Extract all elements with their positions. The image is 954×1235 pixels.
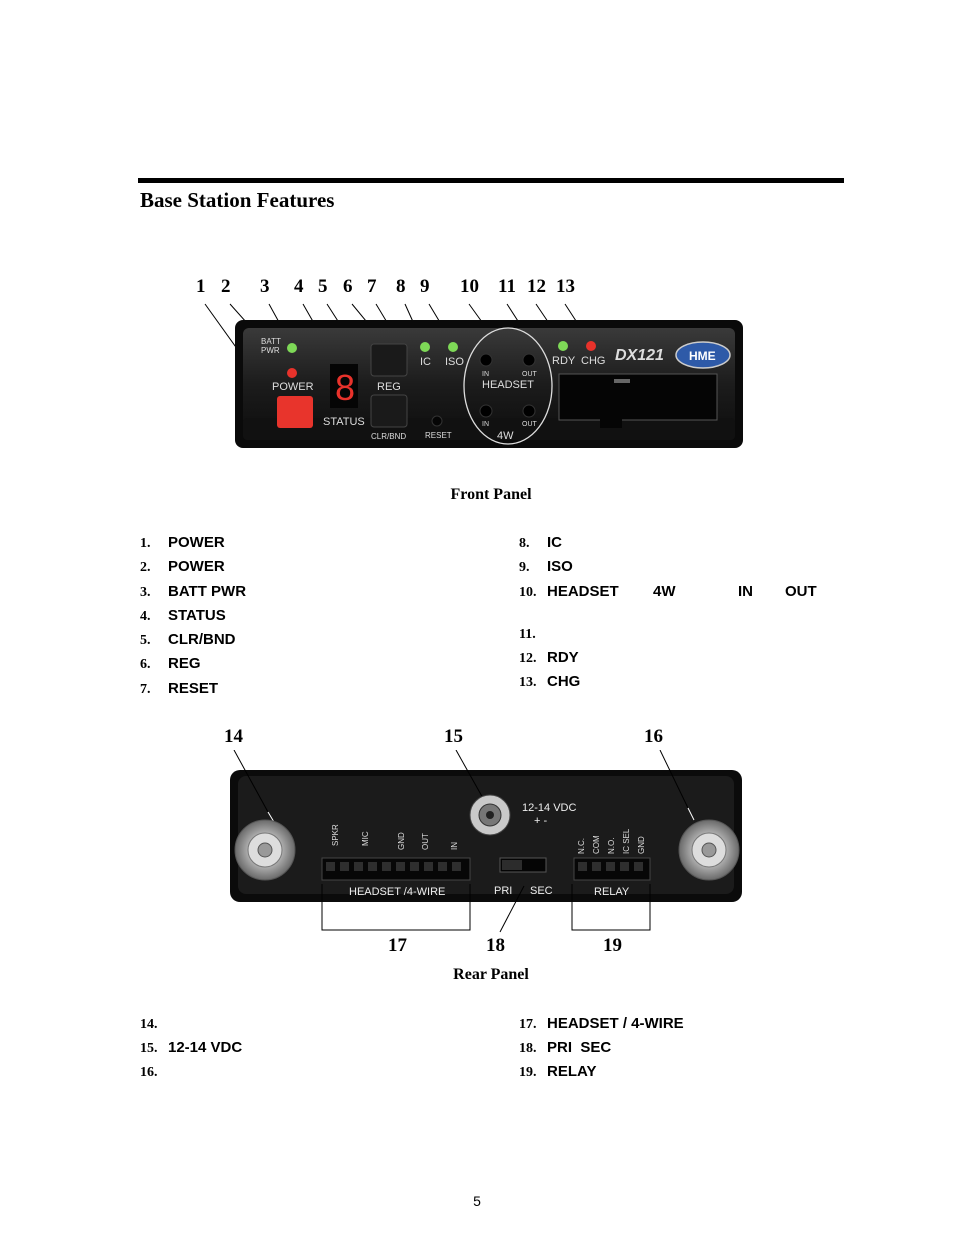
- hme-logo-text: HME: [689, 349, 716, 363]
- callout-6: 6: [343, 276, 353, 297]
- rdy-label: RDY: [552, 355, 576, 367]
- batt-pwr-led: [287, 343, 297, 353]
- fourw-in-label: IN: [482, 421, 489, 428]
- chg-led: [586, 341, 596, 351]
- callout-1: 1: [196, 276, 206, 297]
- pri-label: PRI: [494, 885, 512, 897]
- callout-7: 7: [367, 276, 377, 297]
- relay-label: RELAY: [594, 886, 630, 898]
- callout-18: 18: [486, 935, 505, 956]
- batt-pwr-label: BATT: [261, 337, 281, 346]
- callout-2: 2: [221, 276, 231, 297]
- headset-out-label: OUT: [522, 371, 538, 378]
- headset-out-jack[interactable]: [522, 353, 536, 367]
- pin-label-no: N.O.: [607, 838, 616, 854]
- status-label: STATUS: [323, 416, 365, 428]
- reset-button[interactable]: [431, 415, 443, 427]
- polarity-label: + -: [534, 815, 547, 827]
- model-label: DX121: [615, 347, 664, 364]
- rdy-led: [558, 341, 568, 351]
- page-title: Base Station Features: [140, 188, 335, 212]
- reset-label: RESET: [425, 431, 452, 440]
- hme-logo: [675, 341, 731, 369]
- callout-14: 14: [224, 726, 243, 747]
- pin-label-out: OUT: [421, 833, 430, 850]
- ic-label: IC: [420, 356, 431, 368]
- headset-group-outline: [463, 327, 553, 445]
- pin-label-gnd: GND: [397, 832, 406, 850]
- callout-5: 5: [318, 276, 328, 297]
- callout-8: 8: [396, 276, 406, 297]
- pin-label-nc: N.C.: [577, 838, 586, 854]
- rear-leader-lines: [233, 750, 689, 813]
- callout-17: 17: [388, 935, 407, 956]
- rear-panel-image: 12-14 VDC + - SPKR MIC GND OUT IN HEADSE…: [230, 750, 742, 933]
- rear-brackets: [321, 884, 651, 931]
- pin-label-mic: MIC: [361, 831, 370, 846]
- iso-label: ISO: [445, 356, 464, 368]
- front-panel-caption: Front Panel: [450, 486, 532, 503]
- callout-3: 3: [260, 276, 270, 297]
- iso-led: [448, 342, 458, 352]
- callout-15: 15: [444, 726, 463, 747]
- rear-panel-caption: Rear Panel: [453, 966, 529, 983]
- clrbnd-button[interactable]: [370, 394, 408, 428]
- fourw-label: 4W: [497, 430, 514, 442]
- callout-13: 13: [556, 276, 575, 297]
- chg-label: CHG: [581, 355, 605, 367]
- power-label: POWER: [272, 381, 314, 393]
- callout-10: 10: [460, 276, 479, 297]
- reg-label: REG: [377, 381, 401, 393]
- callout-12: 12: [527, 276, 546, 297]
- sec-label: SEC: [530, 885, 553, 897]
- svg-text:PWR: PWR: [261, 346, 280, 355]
- reg-button[interactable]: [370, 343, 408, 377]
- headset-block-label: HEADSET /4-WIRE: [349, 886, 445, 898]
- headset-label: HEADSET: [482, 379, 534, 391]
- headset-in-jack[interactable]: [479, 353, 493, 367]
- callout-19: 19: [603, 935, 622, 956]
- page-number: 5: [473, 1193, 481, 1209]
- pin-label-com: COM: [592, 835, 601, 854]
- fourw-out-jack[interactable]: [522, 404, 536, 418]
- power-button[interactable]: [277, 396, 313, 428]
- callout-9: 9: [420, 276, 430, 297]
- pin-label-spkr: SPKR: [331, 824, 340, 846]
- headset-in-label: IN: [482, 371, 489, 378]
- clrbnd-label: CLR/BND: [371, 432, 406, 441]
- callout-11: 11: [498, 276, 516, 297]
- pin-label-in: IN: [450, 842, 459, 850]
- ic-led: [420, 342, 430, 352]
- callout-16: 16: [644, 726, 663, 747]
- power-led: [287, 368, 297, 378]
- header-rule: [138, 178, 844, 183]
- status-display: [330, 364, 358, 408]
- status-digit: 8: [335, 367, 355, 408]
- front-panel-image: BATT PWR POWER 8 STATUS REG CLR/BND RESE…: [204, 303, 743, 448]
- fourw-out-label: OUT: [522, 421, 538, 428]
- pin-label-gnd-relay: GND: [637, 836, 646, 854]
- vdc-label: 12-14 VDC: [522, 802, 576, 814]
- pin-label-icsel: IC SEL: [622, 828, 631, 854]
- callout-4: 4: [294, 276, 304, 297]
- beltpack-slot: [558, 373, 718, 421]
- fourw-in-jack[interactable]: [479, 404, 493, 418]
